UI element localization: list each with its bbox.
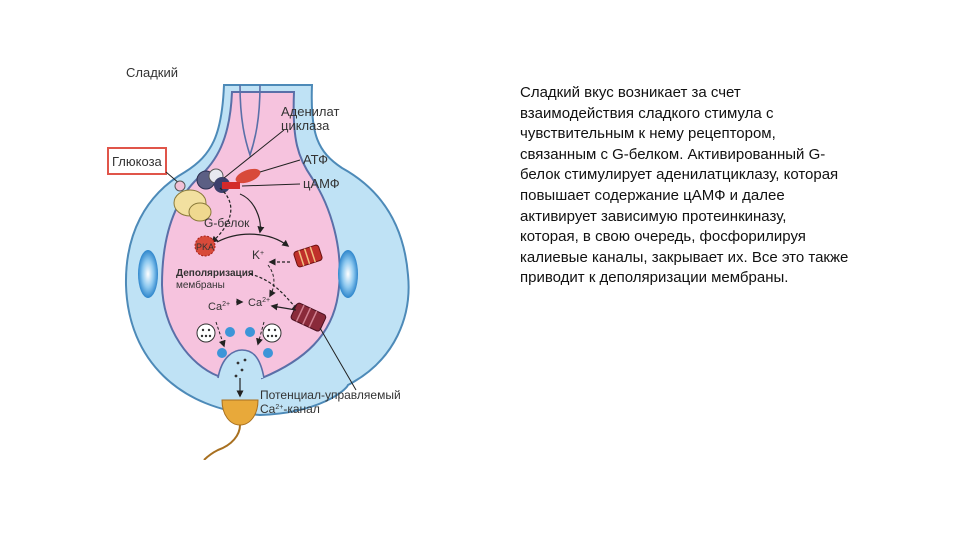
adenylate-cyclase-label-1: Аденилат [281, 104, 339, 119]
glucose-molecule [174, 180, 186, 192]
adenylate-cyclase-label-2: циклаза [281, 118, 330, 133]
calcium-ion [245, 327, 255, 337]
synaptic-cleft [217, 349, 265, 379]
diagram-title: Сладкий [126, 65, 178, 80]
ca-left-label: Ca2+ [208, 301, 230, 313]
depolarization-label-2: мембраны [176, 279, 225, 291]
glucose-box [107, 147, 167, 175]
g-protein-label: G-белок [204, 216, 250, 230]
calcium-ion [217, 348, 227, 358]
body-text: Сладкий вкус возникает за счет взаимодей… [520, 84, 849, 287]
potassium-channel [293, 244, 323, 268]
channel-label-1: Потенциал-управляемый [260, 388, 401, 402]
pka-label: PKA [196, 242, 214, 252]
vesicle-left [196, 323, 216, 343]
afferent-fiber [203, 424, 241, 460]
potassium-label: K+ [252, 248, 264, 262]
channel-label-2: Ca2+-канал [260, 402, 320, 416]
pka-symbol [194, 235, 216, 257]
camp-label: цАМФ [303, 176, 340, 191]
atp-symbol [235, 168, 261, 184]
atp-label: АТФ [303, 152, 328, 167]
taste-cell-diagram: Сладкий Глюкоза [100, 60, 460, 460]
ca-right-label: Ca2+ [248, 297, 270, 309]
left-organelle [138, 250, 158, 298]
afferent-terminal [221, 399, 259, 426]
glucose-label: Глюкоза [112, 154, 163, 169]
diagram-svg: Сладкий Глюкоза [107, 65, 410, 460]
vesicle-right [262, 323, 282, 343]
depolarization-label-1: Деполяризация [176, 268, 254, 279]
calcium-channel [290, 302, 327, 332]
right-organelle [338, 250, 358, 298]
calcium-ion [225, 327, 235, 337]
camp-symbol [222, 182, 240, 189]
calcium-ion [263, 348, 273, 358]
taste-pore-channel [239, 84, 261, 158]
